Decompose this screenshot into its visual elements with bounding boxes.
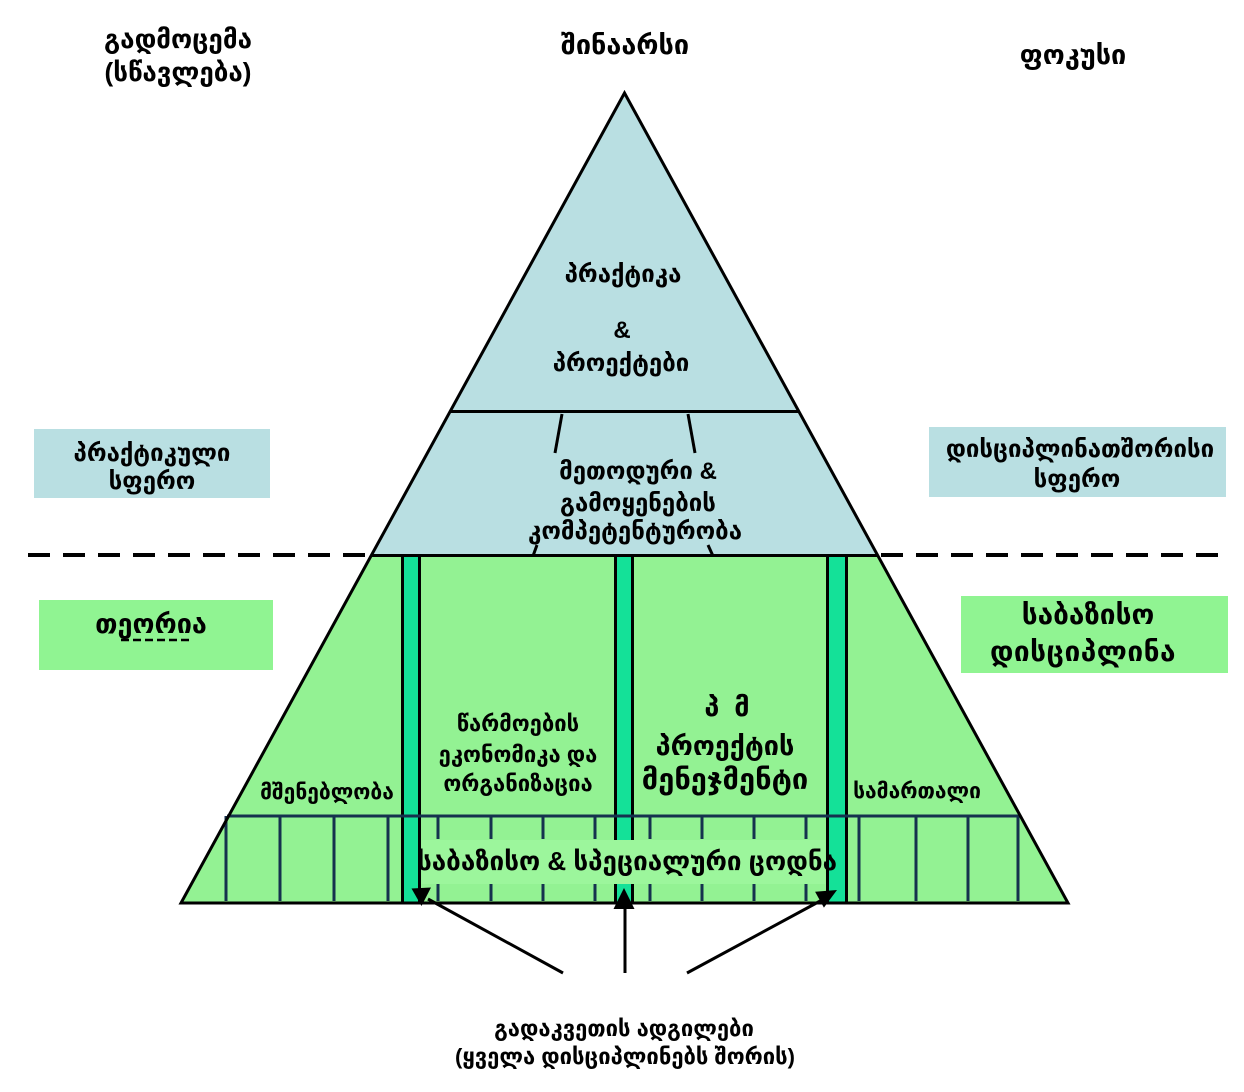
svg-text:(სწავლება): (სწავლება) xyxy=(105,57,252,87)
svg-text:მშენებლობა: მშენებლობა xyxy=(260,781,394,804)
svg-text:პროექტის: პროექტის xyxy=(656,731,795,761)
svg-text:სფერო: სფერო xyxy=(109,468,196,495)
svg-text:დისციპლინათშორისი: დისციპლინათშორისი xyxy=(946,436,1214,463)
svg-text:მეთოდური &: მეთოდური & xyxy=(559,458,717,485)
svg-text:შინაარსი: შინაარსი xyxy=(561,30,689,60)
svg-text:კომპეტენტურობა: კომპეტენტურობა xyxy=(528,518,742,545)
svg-text:პრაქტიკა: პრაქტიკა xyxy=(565,261,682,288)
svg-text:(ყველა დისციპლინებს შორის): (ყველა დისციპლინებს შორის) xyxy=(455,1044,795,1069)
svg-text:გამოყენების: გამოყენების xyxy=(560,490,716,517)
svg-text:თეორია: თეორია xyxy=(95,609,207,639)
svg-text:საბაზისო & სპეციალური ცოდნა: საბაზისო & სპეციალური ცოდნა xyxy=(417,846,837,876)
svg-text:დისციპლინა: დისციპლინა xyxy=(990,636,1176,668)
svg-text:სფერო: სფერო xyxy=(1034,466,1121,493)
svg-text:გადაკვეთის ადგილები: გადაკვეთის ადგილები xyxy=(494,1016,754,1041)
svg-text:პ მ: პ მ xyxy=(704,692,749,722)
svg-text:ფოკუსი: ფოკუსი xyxy=(1020,40,1127,70)
svg-text:&: & xyxy=(613,317,630,344)
svg-text:მენეჯმენტი: მენეჯმენტი xyxy=(642,764,809,796)
svg-text:სამართალი: სამართალი xyxy=(853,780,981,803)
svg-text:გადმოცემა: გადმოცემა xyxy=(104,24,252,54)
svg-text:წარმოების: წარმოების xyxy=(457,711,579,736)
svg-text:პრაქტიკული: პრაქტიკული xyxy=(74,440,231,467)
svg-text:ეკონომიკა და: ეკონომიკა და xyxy=(439,742,598,767)
svg-text:პროექტები: პროექტები xyxy=(553,350,690,377)
svg-text:საბაზისო: საბაზისო xyxy=(1022,599,1155,630)
svg-text:ორგანიზაცია: ორგანიზაცია xyxy=(443,771,592,796)
